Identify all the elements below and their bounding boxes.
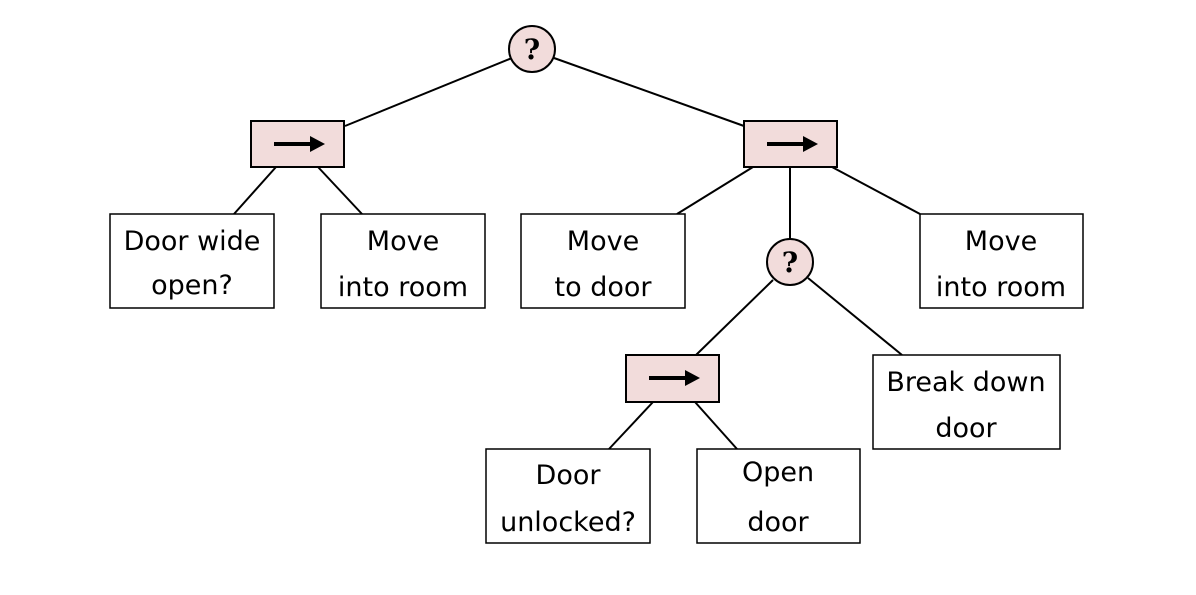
leaf-move-into-room-1: Move into room [320,213,486,309]
leaf-move-to-door: Move to door [520,213,686,309]
leaf-box [109,213,275,309]
sequence-node-inner [625,354,720,403]
fallback-circle [766,238,814,286]
edge-seq-right-move-into-room-2 [831,166,921,215]
edge-seq-inner-door-unlocked [608,401,654,450]
edge-fallback-inner-break-down-door [807,277,903,356]
inner-fallback-node: ? [766,238,814,286]
edge-seq-right-move-to-door [676,166,754,215]
fallback-symbol: ? [524,33,540,66]
fallback-circle [508,25,556,73]
leaf-label-line2: to door [555,272,653,303]
leaf-label-line1: Move [965,226,1037,257]
leaf-label-line1: Open [742,457,814,488]
leaf-label-line2: into room [338,272,468,303]
leaf-label-line1: Break down [886,367,1045,398]
leaf-label-line2: open? [151,270,233,301]
edge-root-seq-left [344,57,513,127]
leaf-label-line2: into room [936,272,1066,303]
leaf-label-line1: Door wide [124,226,261,257]
leaf-label-line2: door [935,413,997,444]
leaf-box [696,448,861,544]
edge-root-seq-right [553,57,745,127]
edge-seq-left-door-wide-open [233,166,277,215]
leaf-move-into-room-2: Move into room [919,213,1084,309]
edges [233,57,921,450]
leaf-label-line1: Door [536,460,602,491]
edge-seq-inner-open-door [694,401,738,450]
leaf-box [919,213,1084,309]
leaf-box [872,354,1061,450]
sequence-node-left [250,120,345,168]
leaf-label-line1: Move [567,226,639,257]
edge-fallback-inner-seq-inner [695,279,774,356]
arrow-right-icon [274,136,325,152]
leaf-label-line2: door [747,507,809,538]
leaf-box [320,213,486,309]
sequence-node-right [743,120,838,168]
leaf-box [485,448,651,544]
arrow-right-icon [649,370,700,386]
root-fallback-node: ? [508,25,556,73]
leaf-label-line2: unlocked? [500,507,636,538]
leaf-door-unlocked: Door unlocked? [485,448,651,544]
arrow-right-icon [767,136,818,152]
fallback-symbol: ? [782,246,798,279]
leaf-label-line1: Move [367,226,439,257]
leaf-open-door: Open door [696,448,861,544]
leaf-door-wide-open: Door wide open? [109,213,275,309]
leaf-break-down-door: Break down door [872,354,1061,450]
edge-seq-left-move-into-room [317,166,363,215]
leaf-box [520,213,686,309]
